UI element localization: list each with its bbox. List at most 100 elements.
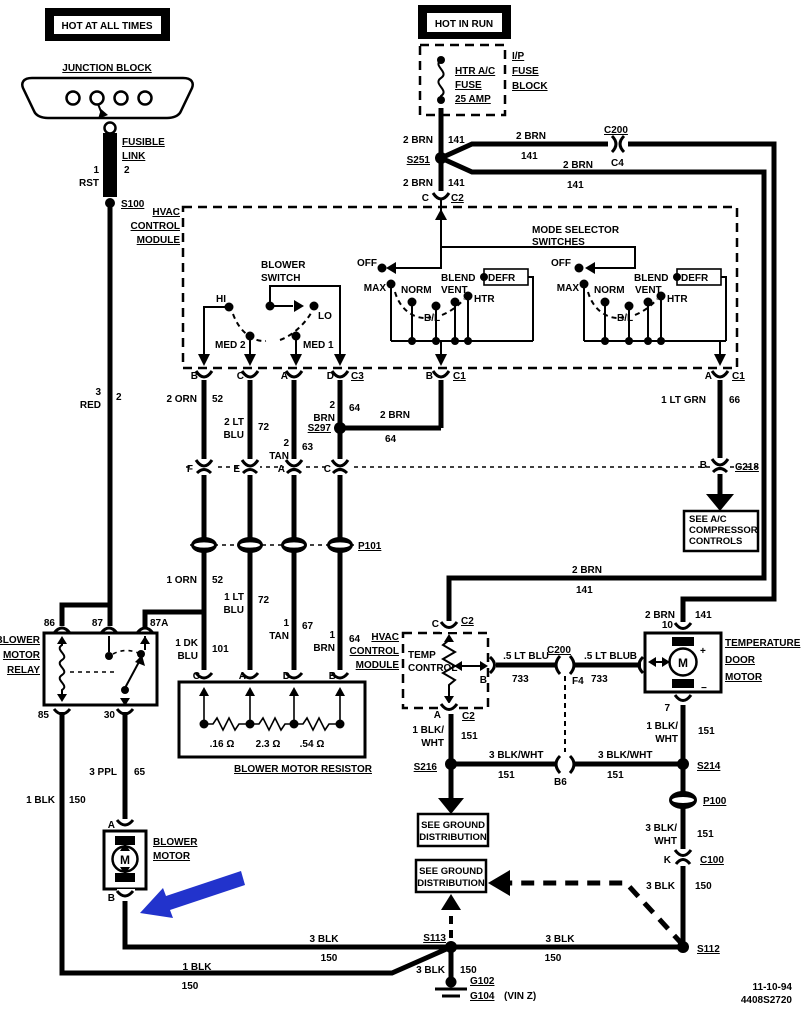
- fuse-rating: 25 AMP: [455, 94, 491, 105]
- blend-label: BLEND: [634, 273, 668, 284]
- see-ac-text: CONTROLS: [689, 536, 742, 547]
- connector-label: C3: [351, 371, 364, 382]
- fuse-word: FUSE: [455, 80, 482, 91]
- minus-label: −: [701, 683, 707, 694]
- s216-label: S216: [414, 762, 438, 773]
- relay-pin-87: 87: [92, 618, 104, 629]
- relay-pin-85: 85: [38, 710, 50, 721]
- wire-label: TAN: [269, 451, 289, 462]
- c200-label: C200: [547, 645, 571, 656]
- wire-label: 3 BLK/: [645, 823, 677, 834]
- vent-label: VENT: [635, 285, 662, 296]
- wire-label: 2 LT: [224, 417, 244, 428]
- circuit-label: 141: [576, 585, 593, 596]
- connector-label: C2: [461, 616, 474, 627]
- blower-motor: A M B BLOWER MOTOR: [102, 819, 198, 904]
- pin-label: F: [187, 464, 193, 475]
- pin-label: A: [239, 671, 246, 682]
- relay-wire-labels: 1 BLK 150 3 PPL 65: [26, 767, 145, 806]
- relay-pin-87a: 87A: [150, 618, 168, 629]
- junction-block-label: JUNCTION BLOCK: [62, 63, 152, 74]
- rst-gauge: 1: [93, 165, 99, 176]
- blower-motor-relay: 86 87 87A 85 30 BLOWER MOTOR RELAY: [0, 618, 168, 721]
- wire-label: 3 BLK: [310, 934, 340, 945]
- fuse-name: HTR A/C: [455, 66, 495, 77]
- p100-label: P100: [703, 796, 727, 807]
- see-ground-distribution-1: SEE GROUND DISTRIBUTION: [416, 798, 490, 848]
- connector-label: C2: [462, 711, 475, 722]
- pin-label: B: [480, 675, 487, 686]
- fusible-link: FUSIBLE LINK 2 1 RST S100 3 RED 2: [79, 121, 165, 411]
- splice-s251: [435, 152, 447, 164]
- f4-label: F4: [572, 676, 584, 687]
- doc-number: 4408S2720: [741, 995, 793, 1006]
- circuit-label: 72: [258, 595, 270, 606]
- ip-label: I/P: [512, 51, 525, 62]
- pin-label: B: [329, 671, 336, 682]
- circuit-label: 733: [512, 674, 529, 685]
- circuit-label: 733: [591, 674, 608, 685]
- wire-label: 1 LT GRN: [661, 395, 706, 406]
- module-connector-row: B C A D C3 B C1 A C1: [191, 370, 745, 382]
- wire-label: 1: [329, 630, 335, 641]
- c100-label: C100: [700, 855, 724, 866]
- s214-label: S214: [697, 761, 721, 772]
- s112-label: S112: [697, 944, 720, 955]
- max-label: MAX: [364, 283, 387, 294]
- wire-label: TAN: [269, 631, 289, 642]
- temp-control-label: CONTROL: [408, 663, 457, 674]
- red-color: RED: [80, 400, 101, 411]
- hvac-control-module: HVAC CONTROL MODULE MODE SELECTOR SWITCH…: [131, 205, 739, 370]
- pin-label: C: [422, 193, 429, 204]
- ground-symbol: [445, 976, 457, 988]
- off-label: OFF: [551, 258, 571, 269]
- mode-off[interactable]: [377, 263, 387, 273]
- pin-label: B: [700, 460, 707, 471]
- power-and-ground-wires: [59, 108, 777, 979]
- blower-motor-label: MOTOR: [153, 851, 191, 862]
- wire-label: 3 BLK: [416, 965, 446, 976]
- pin-label: C: [237, 371, 244, 382]
- mode-off[interactable]: [574, 263, 584, 273]
- mode-defr[interactable]: [673, 273, 681, 281]
- s251-splice-area: 2 BRN 141 S251 2 BRN 141 C C2 2 BRN 141 …: [403, 125, 628, 220]
- wire-label: BRN: [313, 413, 335, 424]
- wire-label: 2 BRN: [563, 160, 593, 171]
- ip-block-label: BLOCK: [512, 81, 548, 92]
- see-ground-text: SEE GROUND: [421, 820, 485, 831]
- wire-label: WHT: [421, 738, 444, 749]
- circuit-label: 150: [460, 965, 477, 976]
- max-label: MAX: [557, 283, 580, 294]
- wire-label: 2: [283, 438, 289, 449]
- pin-label: A: [705, 371, 712, 382]
- circuit-label: 66: [729, 395, 741, 406]
- mode-defr[interactable]: [480, 273, 488, 281]
- connector-label: C1: [453, 371, 466, 382]
- relay-pin-30: 30: [104, 710, 116, 721]
- circuit-label: 151: [461, 731, 478, 742]
- mode-selector-title: MODE SELECTOR: [532, 225, 620, 236]
- junction-terminal: [65, 90, 81, 106]
- mode-selector-right: OFF MAX NORM B/L BLEND VENT HTR DEFR: [551, 258, 727, 366]
- tdm-label: TEMPERATURE: [725, 638, 801, 649]
- circuit-label: 151: [697, 829, 714, 840]
- wire-label: 3 BLK/WHT: [489, 750, 543, 761]
- pin-label: E: [233, 464, 240, 475]
- circuit-label: 150: [69, 795, 86, 806]
- circuit-label: 72: [258, 422, 270, 433]
- resistor-value: .16 Ω: [210, 739, 235, 750]
- see-ground-text: SEE GROUND: [419, 866, 483, 877]
- c200-label: C200: [604, 125, 628, 136]
- switch-pos-lo[interactable]: [309, 301, 319, 311]
- junction-block: JUNCTION BLOCK: [21, 63, 194, 120]
- p101-label: P101: [358, 541, 382, 552]
- wire-label: 3 BLK: [546, 934, 576, 945]
- circuit-label: 141: [521, 151, 538, 162]
- circuit-label: 52: [212, 394, 224, 405]
- htr-label: HTR: [474, 294, 495, 305]
- circuit-label: 150: [321, 953, 338, 964]
- bl-label: B/L: [617, 313, 633, 324]
- relay-label: BLOWER: [0, 635, 41, 646]
- temp-control-label: TEMP: [408, 650, 436, 661]
